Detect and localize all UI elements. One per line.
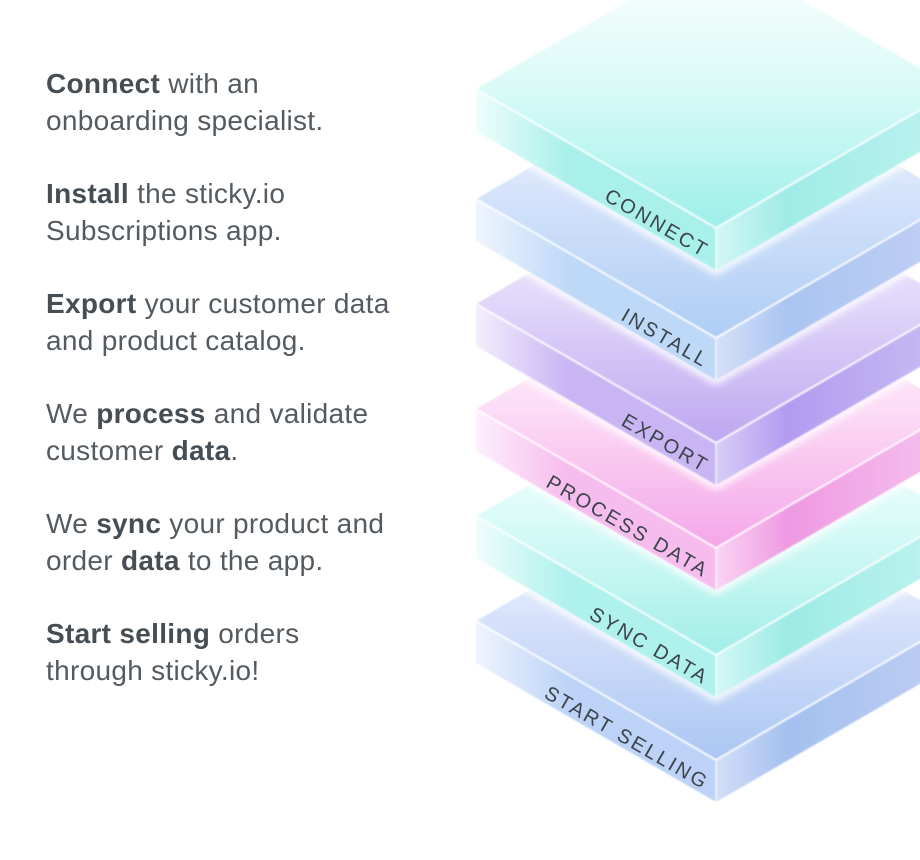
layer-left-face: [476, 304, 716, 485]
step-line: Start selling orders: [46, 615, 486, 652]
step-line: Subscriptions app.: [46, 212, 486, 249]
layer-top-face: [476, 0, 920, 228]
step-text: .: [230, 435, 239, 466]
step-line: Install the sticky.io: [46, 175, 486, 212]
step-keyword: data: [120, 545, 180, 576]
layer-left-face: [476, 89, 716, 270]
layer-left-face: [476, 409, 716, 590]
step-line: and product catalog.: [46, 322, 486, 359]
step-text: and product catalog.: [46, 325, 306, 356]
step-text: orders: [210, 618, 300, 649]
step-text: to the app.: [179, 545, 324, 576]
layer-right-face: [716, 641, 920, 802]
step-text: your product and: [161, 508, 385, 539]
step-line: customer data.: [46, 432, 486, 469]
step-text: order: [46, 545, 121, 576]
step-keyword: process: [96, 398, 206, 429]
step-line: We sync your product and: [46, 505, 486, 542]
step-keyword: Install: [46, 178, 130, 209]
step-keyword: Connect: [46, 68, 161, 99]
step-text: customer: [46, 435, 172, 466]
step-line: order data to the app.: [46, 542, 486, 579]
step-line: Connect with an: [46, 65, 486, 102]
layer-right-face: [716, 429, 920, 590]
step-line: Export your customer data: [46, 285, 486, 322]
layer-left-face: [476, 199, 716, 380]
step-line: onboarding specialist.: [46, 102, 486, 139]
step-text: your customer data: [136, 288, 390, 319]
step-text: We: [46, 508, 97, 539]
step-line: We process and validate: [46, 395, 486, 432]
step-text: We: [46, 398, 97, 429]
layer-right-face: [716, 219, 920, 380]
layer-left-face: [476, 516, 716, 697]
layer-left-face: [476, 621, 716, 802]
step-text: with an: [160, 68, 260, 99]
step-keyword: sync: [96, 508, 162, 539]
step-keyword: Export: [46, 288, 137, 319]
step-keyword: data: [171, 435, 231, 466]
step-keyword: Start selling: [46, 618, 211, 649]
step-text: Subscriptions app.: [46, 215, 282, 246]
layer-right-face: [716, 324, 920, 485]
step-text: the sticky.io: [129, 178, 286, 209]
step-text: through sticky.io!: [46, 655, 260, 686]
layer-right-face: [716, 109, 920, 270]
layer-right-face: [716, 536, 920, 697]
step-text: onboarding specialist.: [46, 105, 324, 136]
step-line: through sticky.io!: [46, 652, 486, 689]
step-text: and validate: [205, 398, 369, 429]
